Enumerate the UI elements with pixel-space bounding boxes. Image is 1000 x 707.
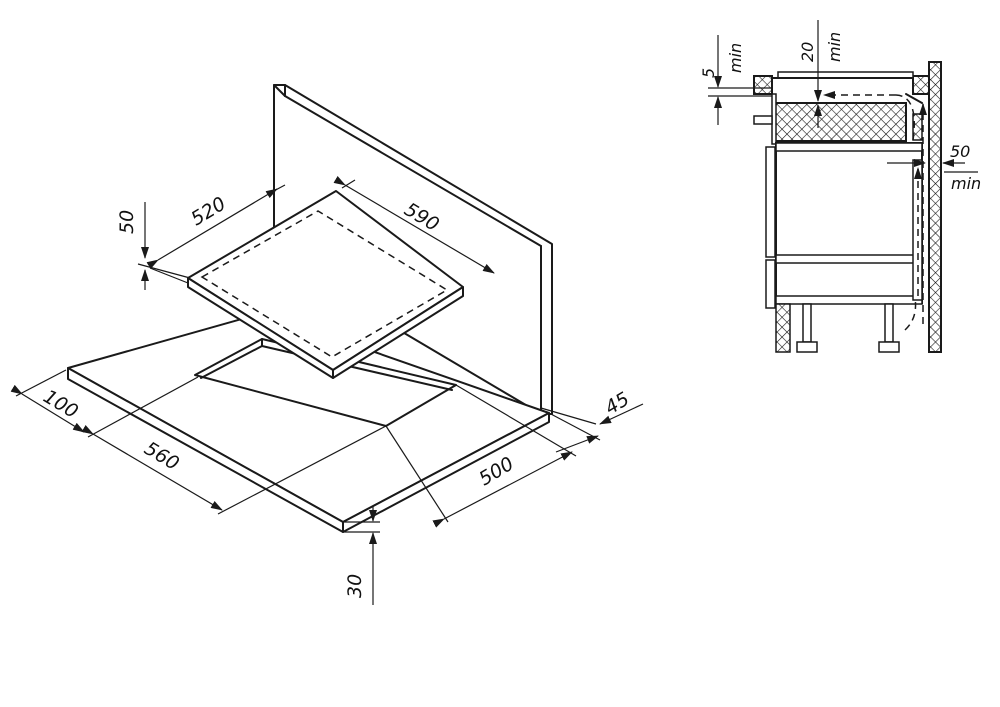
hob-body (753, 93, 923, 145)
cabinet (765, 142, 923, 353)
dim-5: 5 (699, 68, 718, 78)
dim-50: 50 (116, 210, 138, 234)
installation-drawing: 520 590 50 100 560 500 45 30 (10, 84, 644, 605)
dim-50-rear-unit: min (951, 174, 981, 193)
worktop-section (753, 71, 930, 95)
dim-45: 45 (601, 388, 633, 419)
airflow-arrows (823, 91, 927, 331)
hob-glass-outline (200, 210, 449, 358)
ventilation-drawing: 5 min 20 min 50 min (699, 20, 981, 353)
ventilation-dimension-lines (708, 20, 965, 167)
dim-20-unit: min (825, 32, 844, 62)
dimension-lines (10, 175, 644, 605)
dim-5-unit: min (726, 43, 745, 73)
wall (928, 61, 942, 353)
dim-20: 20 (798, 42, 817, 62)
dim-520: 520 (187, 193, 229, 231)
dim-50-rear: 50 (950, 142, 970, 161)
dim-560: 560 (140, 437, 182, 475)
dim-30: 30 (344, 574, 366, 598)
